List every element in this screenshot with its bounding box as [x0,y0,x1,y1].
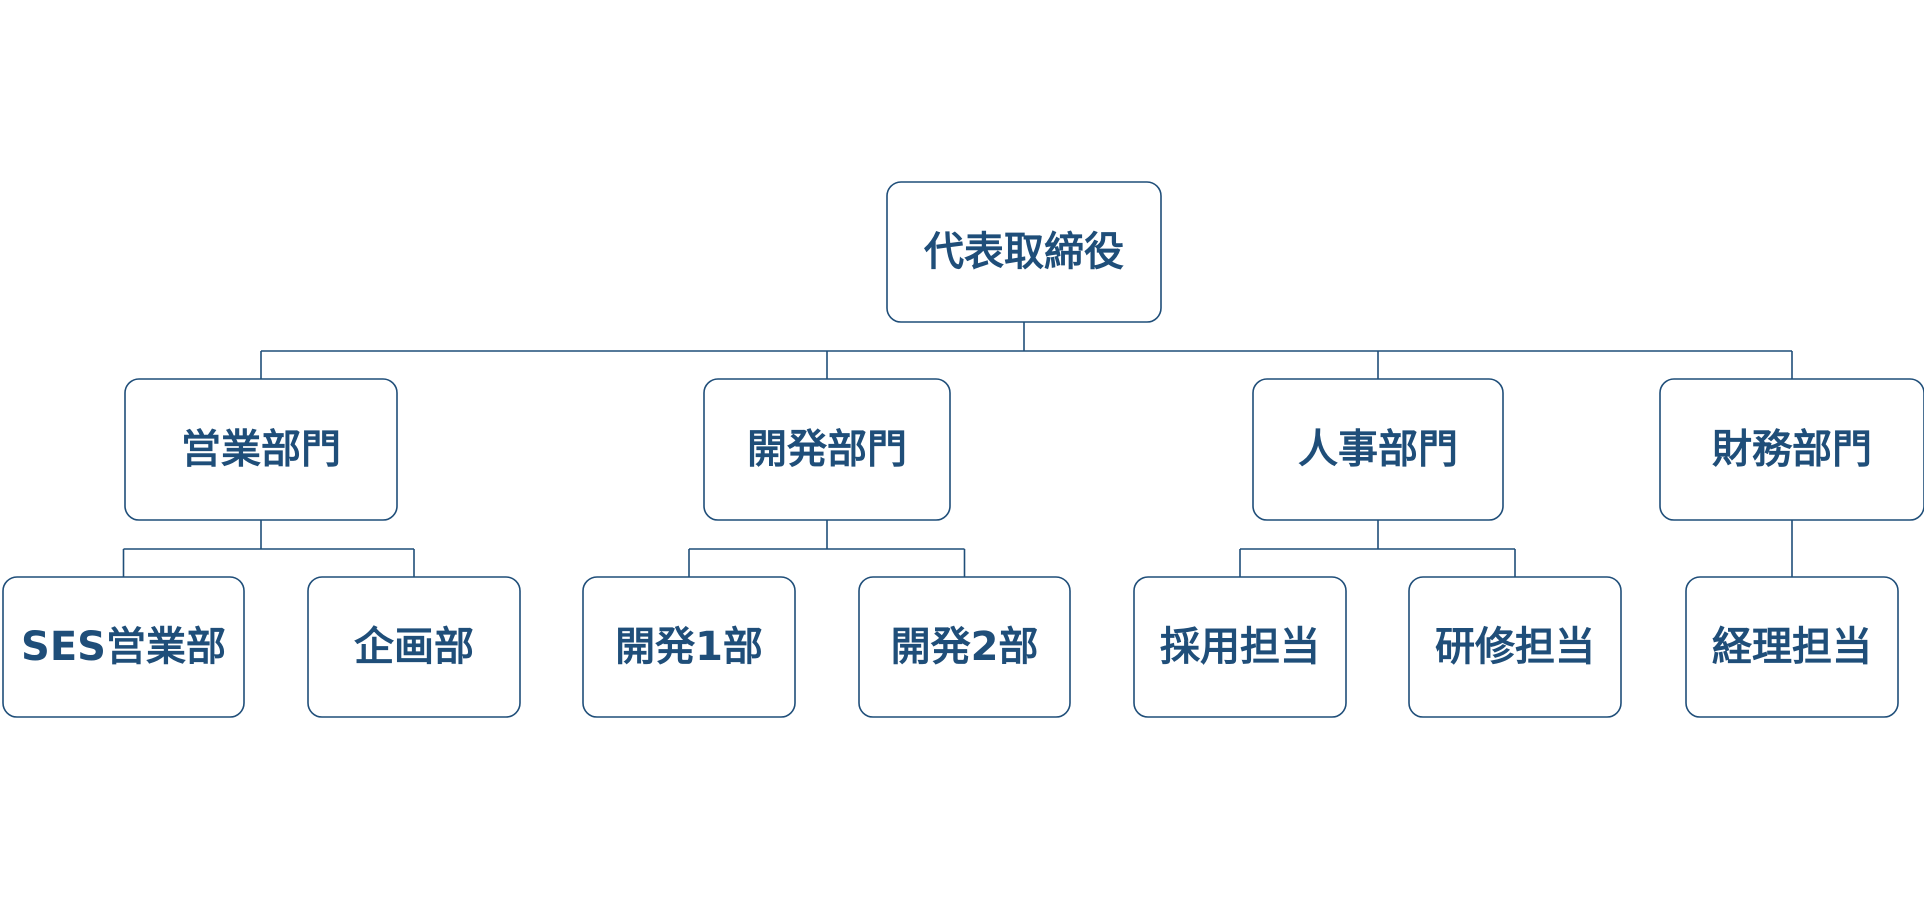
node-department-2-label: 人事部門 [1298,427,1458,473]
node-child-1-1: 開発2部 [858,576,1071,718]
node-root-label: 代表取締役 [923,229,1124,275]
node-child-3-0: 経理担当 [1685,576,1899,718]
node-child-2-0: 採用担当 [1133,576,1347,718]
node-child-2-0-label: 採用担当 [1160,624,1320,670]
node-child-0-1-box [307,576,521,718]
node-child-2-1: 研修担当 [1408,576,1622,718]
node-child-1-0-box [582,576,796,718]
node-child-1-0: 開発1部 [582,576,796,718]
node-child-1-1-label: 開発2部 [891,624,1039,670]
connectors [122,322,1793,577]
node-department-3-label: 財務部門 [1712,427,1872,473]
node-child-0-0: SES営業部 [2,576,245,718]
node-child-3-0-box [1685,576,1899,718]
node-child-0-0-box [2,576,245,718]
node-department-3-box [1659,378,1924,521]
node-department-0-label: 営業部門 [181,427,341,473]
node-child-0-1-label: 企画部 [354,624,474,670]
node-root-box [886,181,1162,323]
node-department-1-box [703,378,951,521]
node-child-0-1: 企画部 [307,576,521,718]
node-department-1-label: 開発部門 [747,427,907,473]
node-department-0: 営業部門 [124,378,398,521]
node-department-3: 財務部門 [1659,378,1924,521]
node-child-0-0-label: SES営業部 [21,624,226,670]
node-department-1: 開発部門 [703,378,951,521]
node-department-2-box [1252,378,1504,521]
node-department-2: 人事部門 [1252,378,1504,521]
node-department-0-box [124,378,398,521]
node-child-2-1-box [1408,576,1622,718]
node-child-3-0-label: 経理担当 [1712,624,1872,670]
node-child-1-0-label: 開発1部 [615,624,763,670]
node-child-1-1-box [858,576,1071,718]
node-root: 代表取締役 [886,181,1162,323]
node-child-2-1-label: 研修担当 [1435,624,1595,670]
node-child-2-0-box [1133,576,1347,718]
